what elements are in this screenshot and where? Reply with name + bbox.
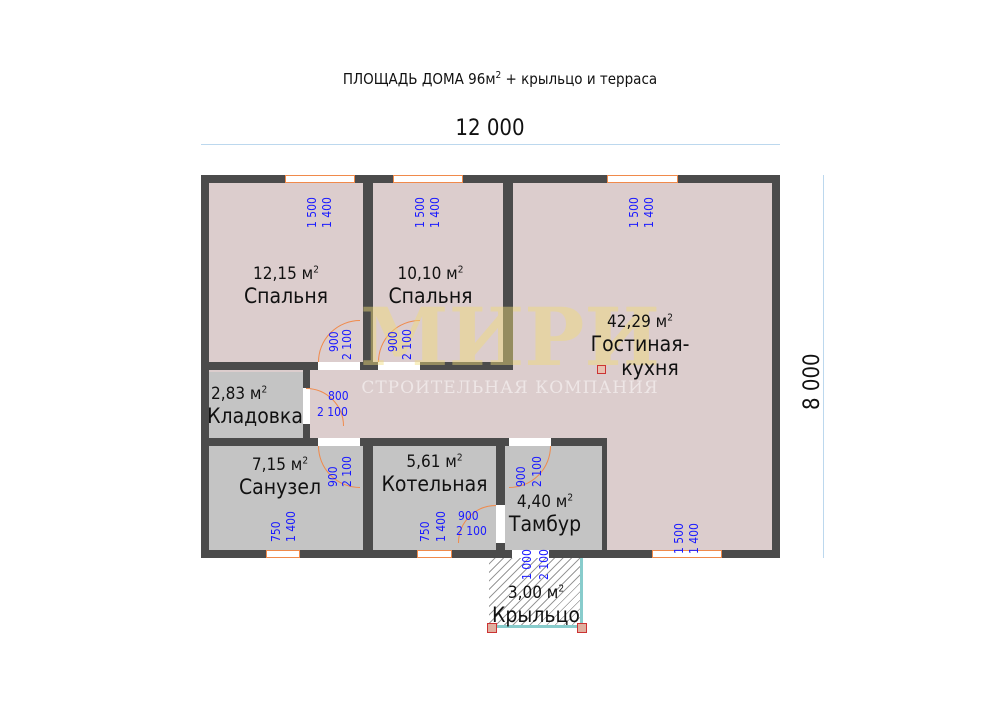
window [417, 550, 452, 558]
door-boiler [496, 505, 505, 543]
window-height: 1 400 [687, 523, 701, 554]
width-dimension-line [201, 144, 780, 145]
window-height: 1 400 [320, 197, 334, 228]
door-height: 2 100 [340, 329, 354, 360]
window-height: 1 400 [434, 511, 448, 542]
wall [503, 183, 513, 370]
door-width: 900 [386, 331, 400, 352]
height-dimension-line [823, 175, 824, 558]
door-width: 900 [327, 331, 341, 352]
door-bathroom [318, 438, 360, 446]
wall [209, 438, 607, 446]
wall [363, 183, 373, 370]
door-width: 1 000 [520, 549, 534, 580]
plan-title: ПЛОЩАДЬ ДОМА 96м2 + крыльцо и терраса [342, 70, 658, 88]
height-dimension: 8 000 [800, 353, 825, 410]
door-bedroom2 [378, 362, 420, 370]
window-width: 750 [269, 521, 283, 542]
watermark-logo: МИРИ [360, 290, 660, 384]
post [577, 623, 587, 633]
post [487, 623, 497, 633]
window [607, 175, 678, 183]
width-dimension: 12 000 [455, 116, 525, 141]
door-width: 800 [328, 389, 349, 403]
room-porch [489, 558, 583, 628]
door-height: 2 100 [400, 329, 414, 360]
door-width: 900 [326, 466, 340, 487]
window [266, 550, 300, 558]
window-width: 1 500 [305, 197, 319, 228]
window-height: 1 400 [284, 511, 298, 542]
door-height: 2 100 [456, 524, 487, 538]
window-height: 1 400 [428, 197, 442, 228]
wall [363, 446, 373, 550]
wall [602, 438, 607, 550]
watermark-text: СТРОИТЕЛЬНАЯ КОМПАНИЯ [361, 378, 659, 398]
door-entrance [512, 550, 549, 558]
window-width: 1 500 [627, 197, 641, 228]
room-pantry [209, 372, 303, 438]
door-height: 2 100 [537, 549, 551, 580]
wall [496, 446, 505, 550]
chimney-marker [597, 365, 606, 374]
door-width: 900 [458, 509, 479, 523]
window-width: 750 [418, 521, 432, 542]
door-width: 900 [514, 466, 528, 487]
window [652, 550, 722, 558]
door-height: 2 100 [317, 405, 348, 419]
window [393, 175, 463, 183]
window-width: 1 500 [413, 197, 427, 228]
door-height: 2 100 [530, 456, 544, 487]
window [285, 175, 355, 183]
door-vestibule [509, 438, 551, 446]
door-bedroom1 [318, 362, 360, 370]
wall [209, 362, 513, 370]
window-height: 1 400 [642, 197, 656, 228]
window-width: 1 500 [672, 523, 686, 554]
door-height: 2 100 [340, 456, 354, 487]
